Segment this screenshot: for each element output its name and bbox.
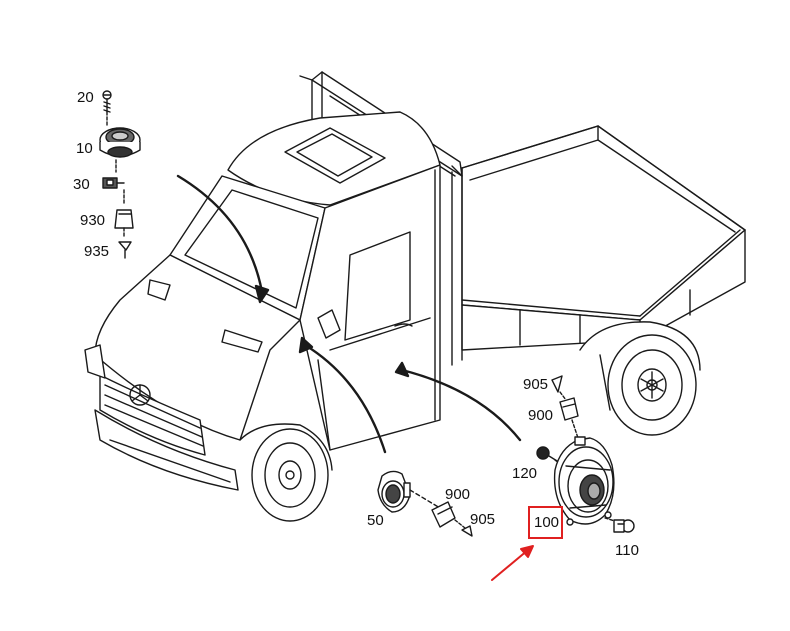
door-speaker-icon <box>377 470 411 513</box>
callout-110: 110 <box>615 542 639 559</box>
terminal-icon <box>118 241 132 259</box>
callout-900-bottom: 900 <box>445 486 471 503</box>
callout-20: 20 <box>77 89 94 106</box>
connector-icon <box>431 501 456 528</box>
callout-905-bottom: 905 <box>470 511 496 528</box>
small-speaker-assembly <box>377 470 473 537</box>
tweeter-assembly <box>99 90 141 259</box>
highlight-arrow-icon <box>491 545 534 581</box>
callout-905-right: 905 <box>523 376 549 393</box>
screw-icon <box>102 90 112 113</box>
callout-30: 30 <box>73 176 90 193</box>
terminal-icon <box>461 525 473 537</box>
door-speaker-icon <box>553 436 615 526</box>
callout-50: 50 <box>367 512 384 529</box>
callout-900-right: 900 <box>528 407 554 424</box>
callout-100: 100 <box>534 514 560 531</box>
pointer-arrows <box>176 174 522 454</box>
cab-body <box>84 111 441 522</box>
tweeter-speaker-icon <box>99 127 141 158</box>
callout-935: 935 <box>84 243 110 260</box>
callout-930: 930 <box>80 212 106 229</box>
clip-icon <box>102 177 125 189</box>
callout-120: 120 <box>512 465 538 482</box>
pointer-arrow-icon <box>303 343 387 454</box>
rear-wheel <box>579 321 701 436</box>
connector-icon <box>559 397 579 421</box>
callout-10: 10 <box>76 140 93 157</box>
pointer-arrow-icon <box>400 368 522 442</box>
door-speaker-assembly <box>536 375 635 533</box>
clip-icon <box>613 519 635 533</box>
highlight-box <box>528 506 563 539</box>
connector-icon <box>114 209 134 229</box>
pointer-arrow-icon <box>176 174 264 294</box>
terminal-icon <box>551 375 563 393</box>
